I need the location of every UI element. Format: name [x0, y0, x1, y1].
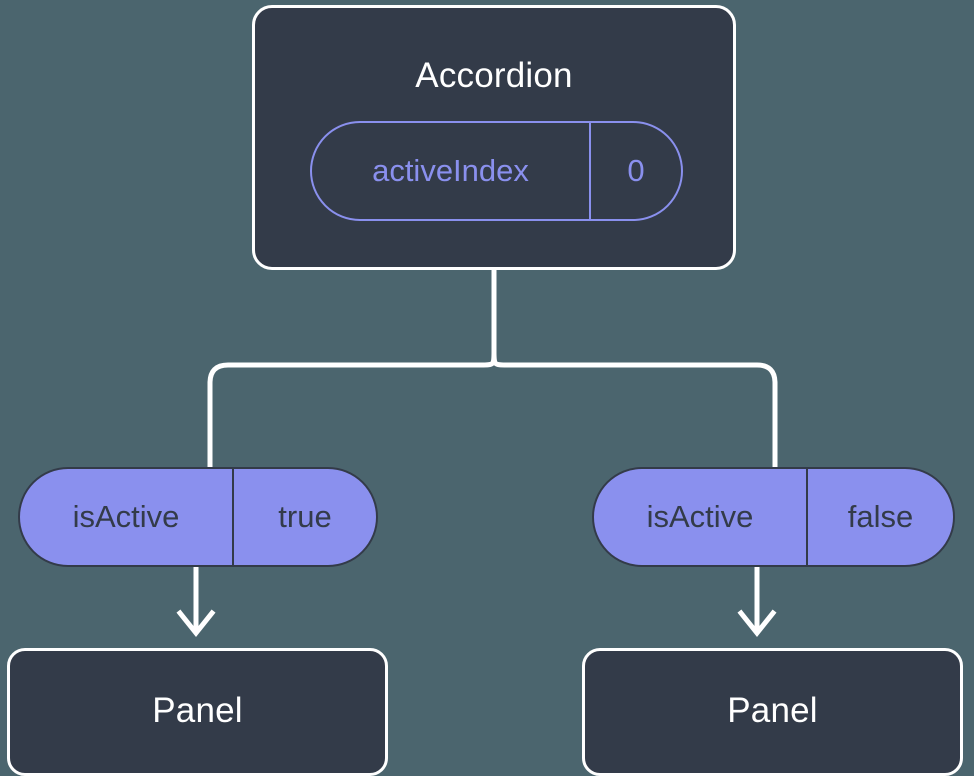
- left-is-active-prop-pill[interactable]: isActive true: [18, 467, 378, 567]
- accordion-node-title: Accordion: [415, 56, 573, 95]
- left-prop-to-panel-arrow-head: [176, 609, 216, 638]
- branch-fork-right: [491, 351, 778, 467]
- accordion-component-node[interactable]: Accordion activeIndex 0: [252, 5, 736, 270]
- left-panel-component-node[interactable]: Panel: [7, 648, 388, 776]
- right-prop-to-panel-arrow-head: [737, 609, 777, 638]
- left-panel-node-title: Panel: [152, 691, 243, 730]
- right-panel-node-title: Panel: [727, 691, 818, 730]
- active-index-state-key: activeIndex: [372, 153, 529, 188]
- active-index-state-pill[interactable]: activeIndex 0: [310, 121, 683, 221]
- right-is-active-prop-key: isActive: [646, 499, 754, 534]
- left-is-active-prop-key: isActive: [72, 499, 180, 534]
- right-panel-component-node[interactable]: Panel: [582, 648, 963, 776]
- right-is-active-prop-value: false: [806, 469, 953, 565]
- right-is-active-prop-pill[interactable]: isActive false: [592, 467, 955, 567]
- left-is-active-prop-value: true: [232, 469, 376, 565]
- branch-fork-apex: [207, 351, 497, 467]
- active-index-state-value: 0: [589, 123, 681, 219]
